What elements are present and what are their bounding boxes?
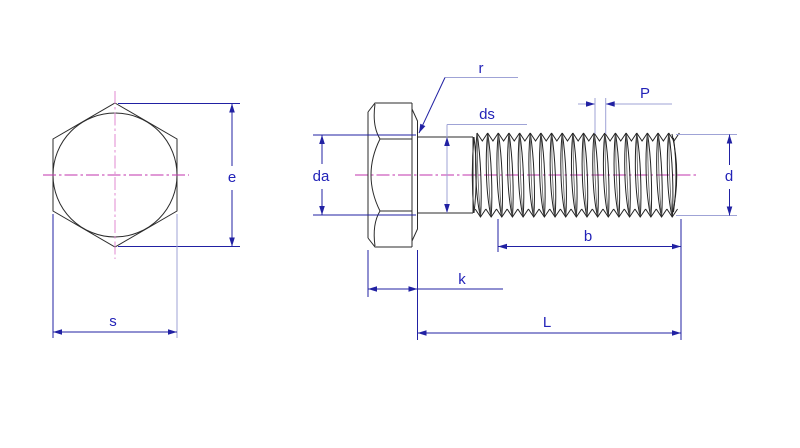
dim-da: da xyxy=(313,134,416,216)
dim-label-da: da xyxy=(313,168,330,185)
bolt-head-profile xyxy=(367,102,413,248)
dim-label-L: L xyxy=(543,314,551,331)
washer-face xyxy=(411,108,418,242)
dim-ds: ds xyxy=(444,106,527,213)
thread-section xyxy=(474,132,680,218)
dim-label-k: k xyxy=(458,271,466,288)
dim-label-s: s xyxy=(109,313,117,330)
dim-b: b xyxy=(497,219,682,340)
front-view-hexagon xyxy=(43,91,189,259)
dim-L: L xyxy=(417,314,681,336)
leader-r: r xyxy=(418,60,518,134)
dim-d: d xyxy=(676,134,737,216)
dim-P: P xyxy=(578,85,672,134)
dim-label-b: b xyxy=(584,228,592,245)
side-view-bolt xyxy=(355,102,696,248)
dim-s: s xyxy=(52,214,178,338)
dim-label-ds: ds xyxy=(479,106,495,123)
dim-label-d: d xyxy=(725,168,733,185)
thread-end-chamfer xyxy=(671,133,678,217)
dim-label-r: r xyxy=(479,60,484,77)
dim-label-e: e xyxy=(228,169,236,186)
dim-e: e xyxy=(118,103,240,247)
dim-label-P: P xyxy=(640,85,650,102)
dim-k: k xyxy=(367,250,503,340)
